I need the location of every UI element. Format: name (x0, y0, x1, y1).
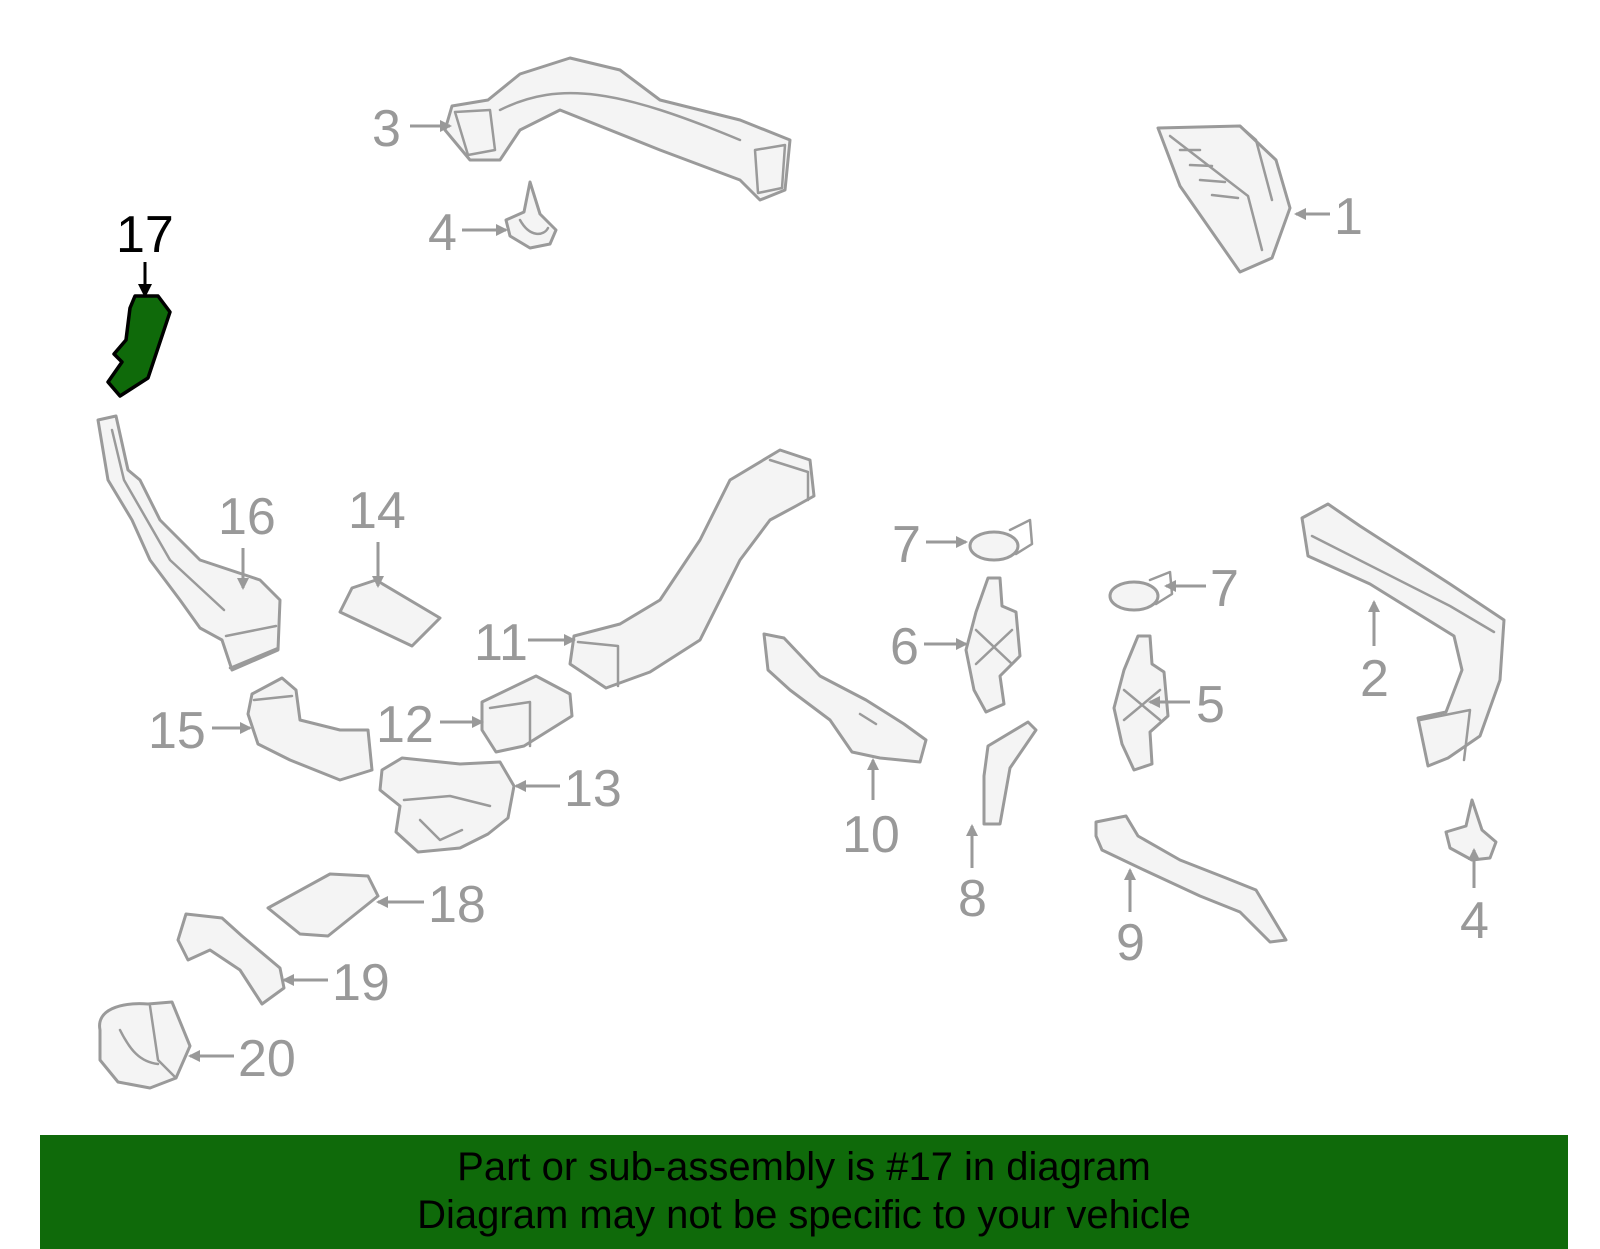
callout-13: 13 (564, 760, 622, 818)
callout-11: 11 (474, 614, 528, 672)
part-16-left-duct[interactable] (96, 414, 282, 672)
callout-4-upper: 4 (428, 204, 457, 262)
callout-10: 10 (842, 806, 900, 864)
callout-20: 20 (238, 1030, 296, 1088)
part-17-highlighted-duct[interactable] (106, 294, 172, 398)
callout-1: 1 (1334, 188, 1363, 246)
part-4-clip-right[interactable] (1444, 798, 1498, 862)
part-6-actuator[interactable] (964, 576, 1022, 714)
callout-7-right: 7 (1210, 560, 1239, 618)
callout-17: 17 (116, 206, 174, 264)
part-5-actuator[interactable] (1112, 634, 1170, 772)
part-9-floor-duct[interactable] (1094, 814, 1288, 944)
part-19-small-duct[interactable] (176, 912, 286, 1006)
info-banner: Part or sub-assembly is #17 in diagram D… (40, 1135, 1568, 1249)
part-10-floor-duct[interactable] (762, 632, 928, 764)
part-1-vent-outlet[interactable] (1156, 124, 1292, 274)
part-8-bracket[interactable] (982, 720, 1038, 826)
callout-4-right: 4 (1460, 892, 1489, 950)
callout-16: 16 (218, 488, 276, 546)
callout-19: 19 (332, 954, 390, 1012)
part-7-ring-upper[interactable] (968, 518, 1034, 562)
part-7-ring-right[interactable] (1108, 570, 1174, 612)
part-14-pad[interactable] (338, 578, 442, 648)
callout-6: 6 (890, 618, 919, 676)
part-12-rect-duct[interactable] (480, 674, 574, 754)
part-3-upper-duct[interactable] (443, 56, 792, 202)
part-4-clip-upper[interactable] (504, 180, 558, 250)
banner-line-disclaimer: Diagram may not be specific to your vehi… (417, 1193, 1191, 1237)
callout-18: 18 (428, 876, 486, 934)
callout-7-upper: 7 (892, 516, 921, 574)
callout-3: 3 (372, 100, 401, 158)
callout-12: 12 (376, 696, 434, 754)
part-18-pad[interactable] (266, 872, 380, 938)
banner-line-part: Part or sub-assembly is #17 in diagram (457, 1145, 1151, 1189)
part-20-housing[interactable] (98, 1000, 192, 1090)
callout-8: 8 (958, 870, 987, 928)
part-2-right-duct[interactable] (1300, 502, 1506, 768)
part-13-manifold[interactable] (378, 756, 516, 854)
callout-5: 5 (1196, 676, 1225, 734)
callout-15: 15 (148, 702, 206, 760)
part-15-elbow-duct[interactable] (246, 676, 374, 782)
callout-2: 2 (1360, 650, 1389, 708)
callout-14: 14 (348, 482, 406, 540)
part-11-long-duct[interactable] (568, 448, 816, 690)
callout-9: 9 (1116, 914, 1145, 972)
